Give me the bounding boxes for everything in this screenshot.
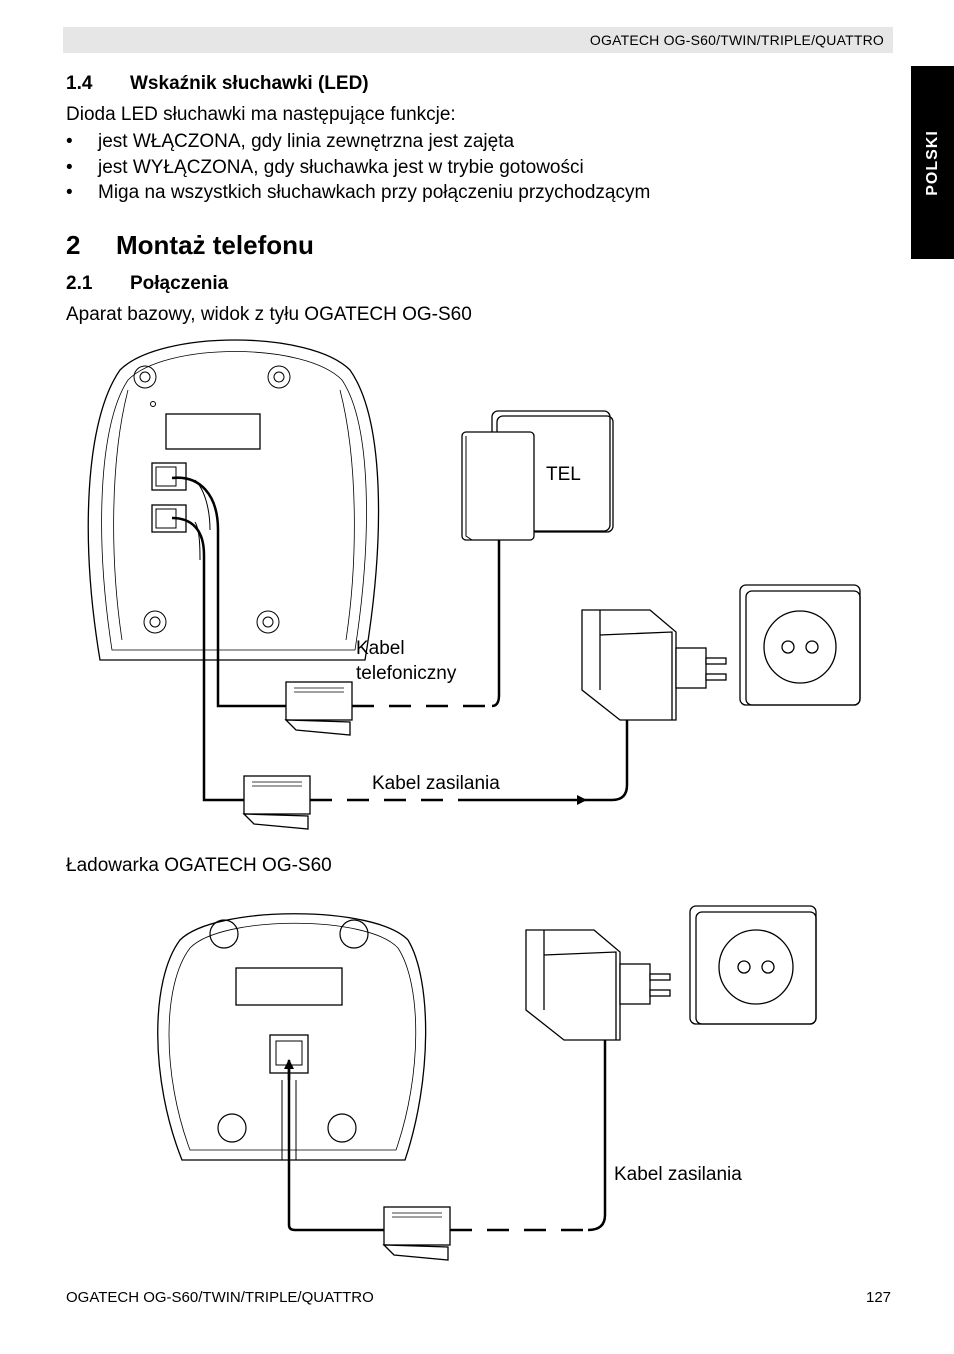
power-wall-socket bbox=[739, 584, 861, 706]
base-station-illustration bbox=[87, 339, 380, 661]
section-1-4-heading: 1.4 Wskaźnik słuchawki (LED) bbox=[66, 73, 369, 95]
list-item: •jest WYŁĄCZONA, gdy słuchawka jest w tr… bbox=[66, 156, 584, 178]
phone-cable-plug bbox=[284, 681, 353, 736]
charger-cable-line bbox=[587, 1040, 607, 1232]
tel-label: TEL bbox=[546, 464, 581, 485]
section-title: Montaż telefonu bbox=[116, 230, 314, 260]
charger-illustration bbox=[157, 913, 427, 1161]
led-function-list: •jest WŁĄCZONA, gdy linia zewnętrzna jes… bbox=[66, 129, 650, 206]
section-number: 1.4 bbox=[66, 73, 93, 94]
power-cable-line bbox=[586, 720, 629, 802]
phone-cable-label-line1: Kabel bbox=[356, 638, 405, 659]
charger-caption: Ładowarka OGATECH OG-S60 bbox=[66, 855, 332, 876]
phone-cable-label-line2: telefoniczny bbox=[356, 663, 457, 684]
power-adapter bbox=[581, 609, 727, 721]
charger-cable bbox=[281, 1059, 384, 1232]
power-cable-label: Kabel zasilania bbox=[372, 773, 500, 794]
base-caption: Aparat bazowy, widok z tyłu OGATECH OG-S… bbox=[66, 304, 472, 325]
tel-wall-socket bbox=[461, 410, 614, 541]
section-number: 2 bbox=[66, 230, 81, 260]
section-2-1-heading: 2.1 Połączenia bbox=[66, 273, 228, 295]
section-title: Wskaźnik słuchawki (LED) bbox=[130, 73, 369, 94]
charger-power-adapter bbox=[525, 929, 671, 1041]
list-item: •jest WŁĄCZONA, gdy linia zewnętrzna jes… bbox=[66, 131, 515, 152]
list-item: •Miga na wszystkich słuchawkach przy poł… bbox=[66, 182, 651, 203]
footer-title: OGATECH OG-S60/TWIN/TRIPLE/QUATTRO bbox=[66, 1289, 374, 1306]
power-cable-plug bbox=[242, 775, 311, 830]
language-tab: POLSKI bbox=[911, 66, 954, 259]
charger-wall-socket bbox=[689, 905, 817, 1025]
header-title: OGATECH OG-S60/TWIN/TRIPLE/QUATTRO bbox=[589, 32, 884, 48]
led-intro: Dioda LED słuchawki ma następujące funkc… bbox=[66, 104, 456, 125]
page-number: 127 bbox=[866, 1289, 892, 1306]
base-cables bbox=[171, 476, 286, 802]
charger-power-plug bbox=[382, 1206, 451, 1261]
page-header: OGATECH OG-S60/TWIN/TRIPLE/QUATTRO bbox=[63, 27, 893, 53]
charger-power-cable-label: Kabel zasilania bbox=[614, 1164, 742, 1185]
section-2-heading: 2 Montaż telefonu bbox=[66, 230, 314, 261]
section-number: 2.1 bbox=[66, 273, 93, 294]
phone-cable-line bbox=[491, 540, 501, 708]
section-title: Połączenia bbox=[130, 273, 229, 294]
